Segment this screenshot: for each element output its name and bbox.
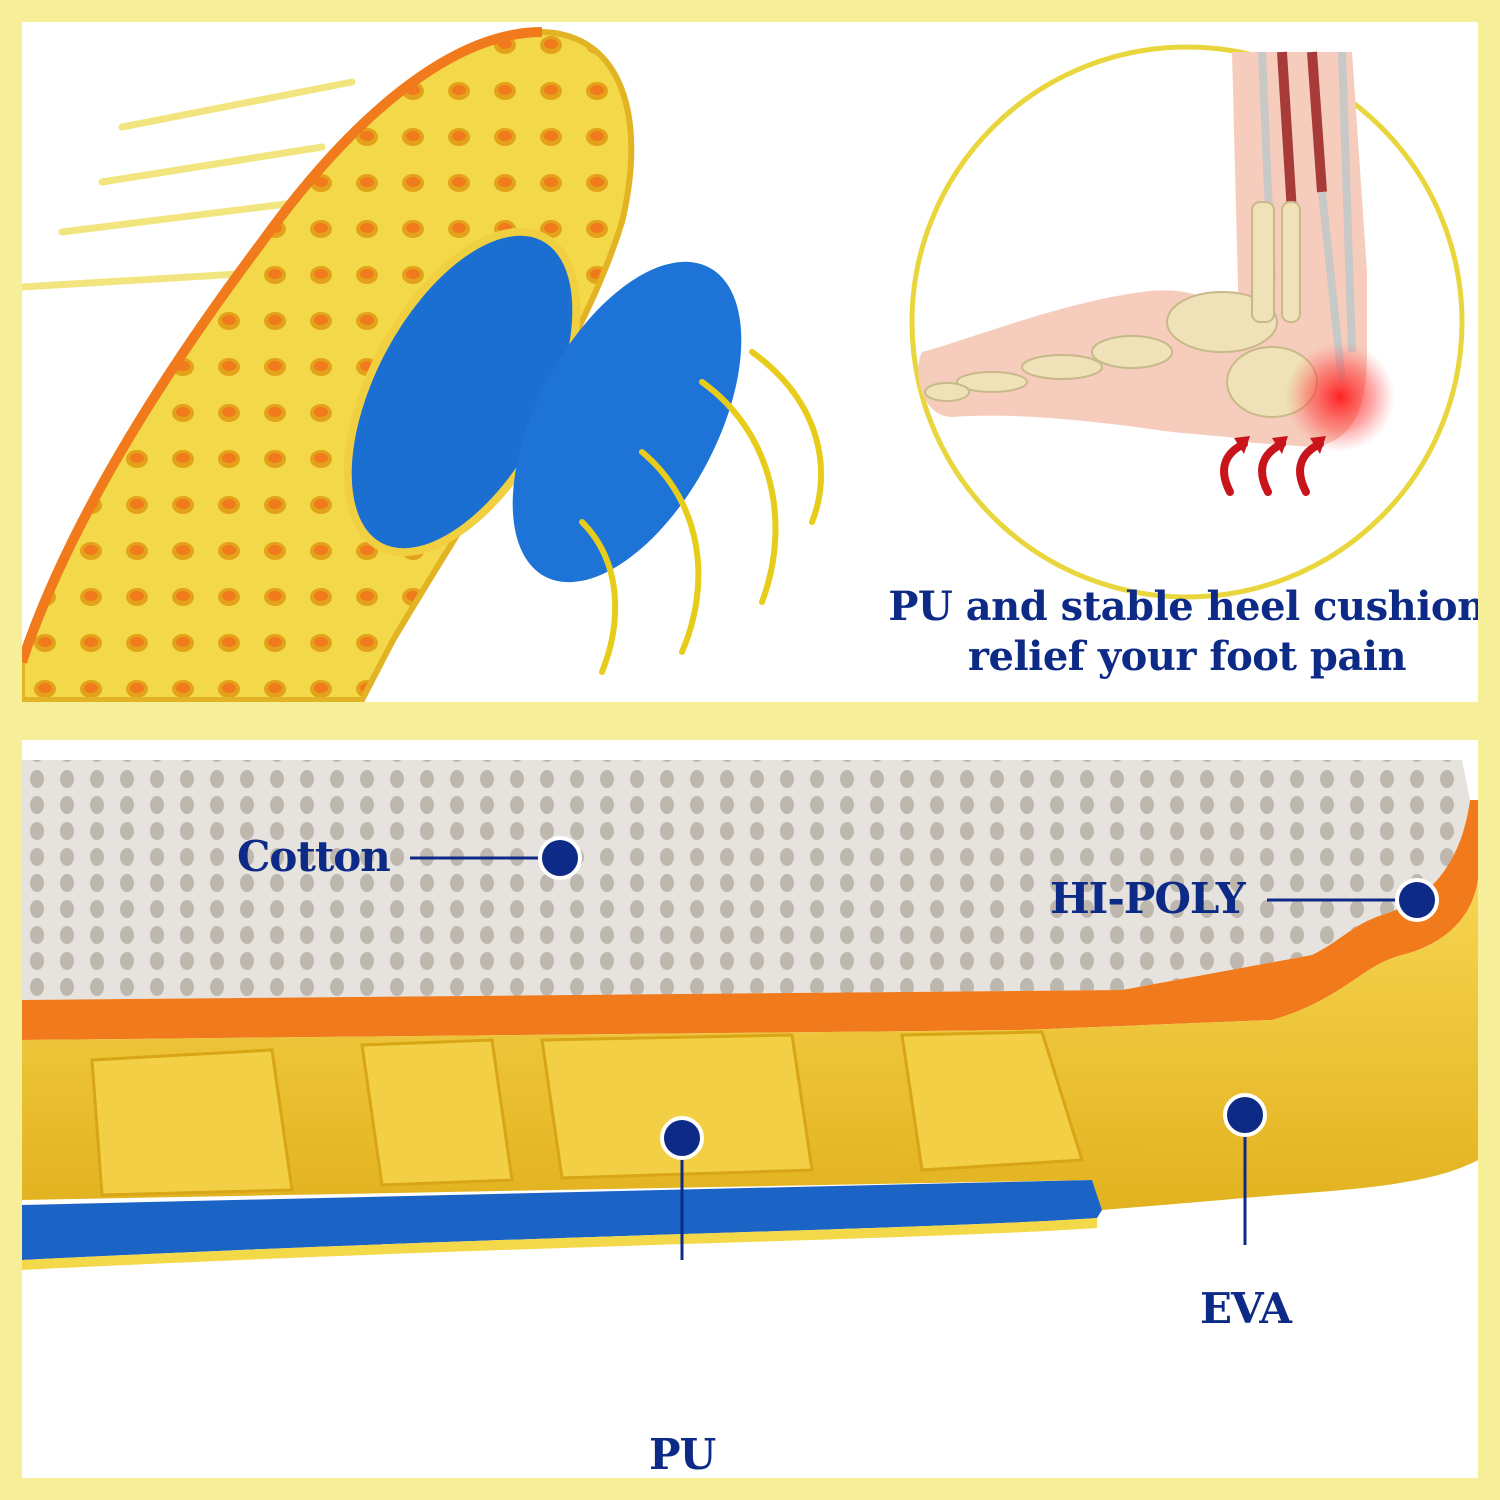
callout-dots [538,836,1439,1160]
cotton-layer [22,760,1470,1000]
cotton-label: Cotton [237,832,391,881]
insole-layers-cross-section [22,760,1478,1270]
hi-poly-label: HI-POLY [1050,874,1246,923]
eva-blocks [90,1030,1085,1197]
eva-label: EVA [1200,1284,1292,1333]
separate-heel-pad [512,261,742,583]
pu-label: PU [649,1430,716,1478]
headline: PU and stable heel cushion relief your f… [872,582,1478,682]
pu-layer [22,1180,1102,1260]
bottom-panel: Cotton HI-POLY EVA PU [22,740,1478,1478]
headline-line2: relief your foot pain [967,633,1407,680]
insole-heel-illustration [22,27,1465,702]
insole-heel [22,27,635,702]
motion-lines [22,78,356,291]
impact-lines [579,349,825,675]
top-panel: PU and stable heel cushion relief your f… [22,22,1478,702]
foot-anatomy-circle [909,44,1465,600]
headline-line1: PU and stable heel cushion [888,583,1478,630]
hi-poly-layer [22,800,1478,1040]
